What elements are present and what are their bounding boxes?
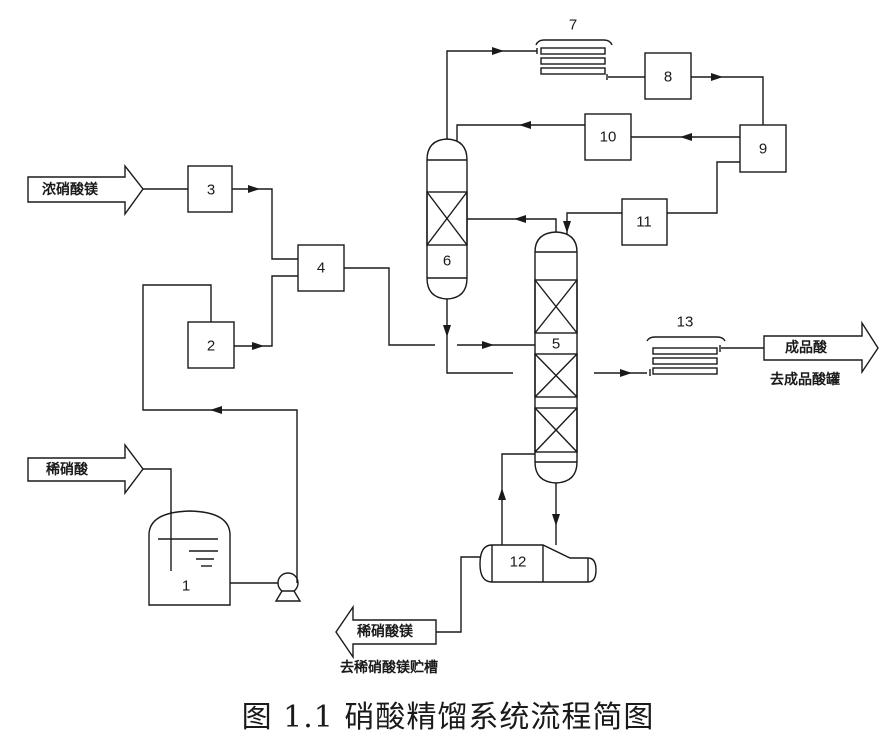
pipe-8-to-9: [691, 76, 764, 125]
feed-arrow-dilute-shape: [27, 442, 144, 496]
equipment-13-label: 13: [677, 314, 694, 331]
flow-arrow-8-9: [711, 73, 723, 81]
column-6-packing-x2: [426, 191, 468, 246]
flow-arrow-4-5: [482, 341, 494, 349]
cooler-13-tube-3: [652, 367, 718, 375]
equipment-3: 3: [187, 165, 233, 213]
equipment-9: 9: [739, 124, 787, 173]
pipe-12-to-residue: [436, 556, 480, 633]
equipment-3-box: [187, 165, 233, 213]
equipment-2-box: [187, 321, 235, 369]
equipment-11-box: [621, 198, 668, 246]
flow-arrow-3-4: [248, 185, 260, 193]
figure-caption: 图 1.1 硝酸精馏系统流程简图: [241, 700, 655, 735]
pipe-9-to-11: [667, 161, 740, 214]
pipe-5-to-6: [467, 218, 557, 233]
column-5-packing-1-x2: [534, 279, 578, 334]
reboiler-12-shell: [479, 544, 597, 583]
equipment-10: 10: [584, 113, 632, 161]
residue-arrow-shape: [335, 604, 437, 660]
equipment-5-label: 5: [552, 336, 560, 353]
feed-label-concentrated: 浓硝酸镁: [42, 181, 99, 198]
condenser-7-brace: [535, 39, 613, 46]
equipment-2: 2: [187, 321, 235, 369]
product-destination-label: 去成品酸罐: [770, 371, 840, 388]
equipment-9-box: [739, 124, 787, 173]
equipment-12-label: 12: [510, 554, 527, 571]
feed-arrow-concentrated-mg-nitrate: 浓硝酸镁: [27, 163, 144, 217]
pipe-pump-to-2: [142, 284, 298, 572]
feed-arrow-shape: [27, 163, 144, 217]
residue-label: 稀硝酸镁: [357, 623, 414, 640]
equipment-1: 1: [148, 510, 231, 606]
equipment-7-label: 7: [569, 17, 577, 34]
flow-arrow-5-12: [552, 514, 560, 526]
pipe-6-bottom-to-5: [446, 298, 513, 374]
equipment-1-tank: [148, 510, 231, 606]
pipe-2-to-4: [234, 275, 298, 347]
equipment-9-label: 9: [759, 141, 767, 158]
equipment-8-label: 8: [664, 69, 672, 86]
equipment-13: 13: [646, 314, 726, 376]
condenser-7-tube-1: [540, 47, 606, 55]
pump-base: [274, 590, 302, 602]
flow-arrow-5-6: [514, 215, 526, 223]
pipe-11-to-5: [566, 212, 622, 235]
product-label: 成品酸: [785, 339, 828, 356]
equipment-10-label: 10: [600, 129, 617, 146]
cooler-13-tube-2: [652, 357, 718, 365]
flow-arrow-2-4: [252, 342, 264, 350]
equipment-10-box: [584, 113, 632, 161]
flow-arrow-10-6: [519, 121, 531, 129]
flow-arrow-9-10: [680, 133, 692, 141]
cooler-13-brace: [646, 336, 726, 342]
equipment-8-box: [644, 52, 692, 100]
pipe-10-to-6: [456, 124, 585, 141]
equipment-12: 12: [479, 544, 597, 583]
feed-arrow-dilute-nitric: 稀硝酸: [27, 442, 144, 496]
equipment-11: 11: [621, 198, 668, 246]
column-5-packing-3-x2: [534, 407, 578, 453]
equipment-11-label: 11: [636, 214, 652, 231]
equipment-2-label: 2: [207, 338, 215, 355]
product-arrow-acid: 成品酸 去成品酸罐: [763, 320, 879, 388]
equipment-8: 8: [644, 52, 692, 100]
feed-label-dilute: 稀硝酸: [46, 461, 89, 478]
pipe-3-to-4: [232, 188, 298, 260]
residue-arrow-dilute-mg-nitrate: 稀硝酸镁 去稀硝酸镁贮槽: [335, 604, 438, 676]
flow-arrow-11-5: [563, 221, 571, 233]
column-5-packing-2: [534, 353, 578, 398]
column-5-packing-1: [534, 279, 578, 334]
pipe-4-to-5-a: [344, 267, 435, 346]
equipment-7: 7: [535, 17, 613, 80]
pipe-12-to-5: [501, 453, 535, 545]
equipment-4: 4: [297, 244, 345, 292]
condenser-7-tube-3: [540, 67, 606, 75]
flow-arrow-pump-2: [210, 406, 222, 414]
equipment-5: 5: [534, 231, 578, 484]
equipment-6: 6: [426, 138, 468, 300]
equipment-4-label: 4: [317, 260, 325, 277]
flow-arrow-12-5: [498, 488, 506, 500]
flow-arrow-6-down: [443, 325, 451, 337]
condenser-7-tube-2: [540, 57, 606, 65]
residue-destination-label: 去稀硝酸镁贮槽: [340, 659, 438, 676]
cooler-13-tube-1: [652, 347, 718, 355]
equipment-4-box: [297, 244, 345, 292]
pump: [274, 572, 302, 602]
flow-arrow-6-7: [492, 47, 504, 55]
pipe-6-to-7: [446, 50, 537, 139]
pump-body: [277, 572, 299, 594]
equipment-3-label: 3: [207, 182, 215, 199]
flow-arrow-5-13: [620, 369, 632, 377]
column-5-packing-3: [534, 407, 578, 453]
equipment-1-label: 1: [182, 578, 190, 595]
column-5-packing-2-x2: [534, 353, 578, 398]
equipment-6-label: 6: [443, 253, 451, 270]
product-arrow-shape: [763, 320, 879, 375]
